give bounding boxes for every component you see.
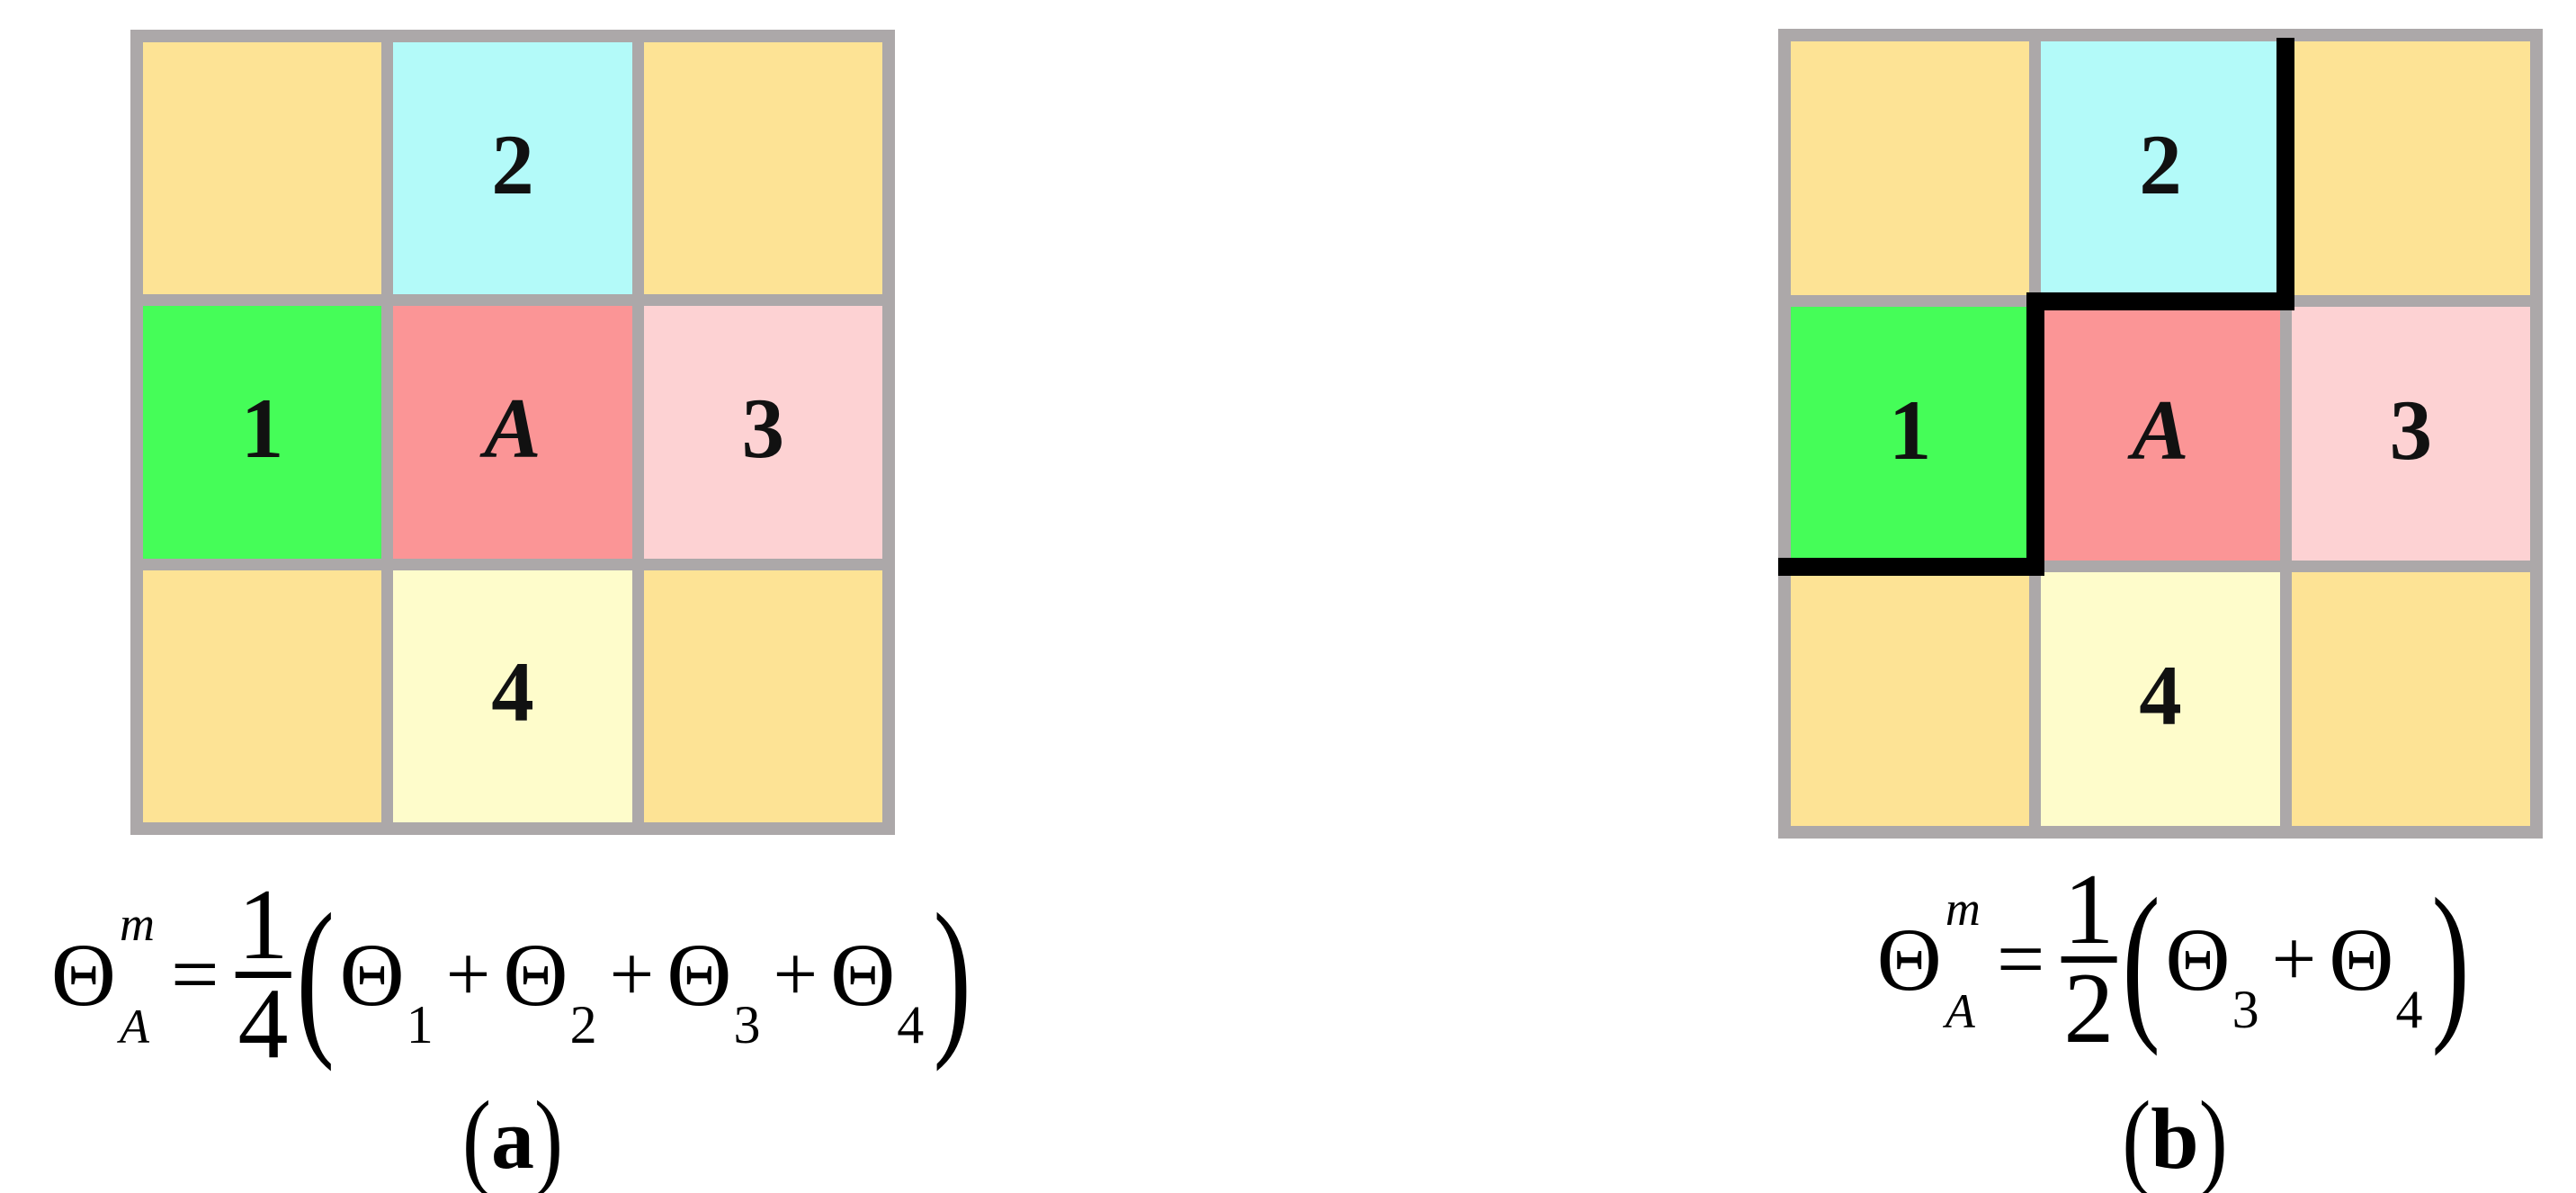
theta-term: Θ4 xyxy=(830,929,924,1052)
open-paren: ( xyxy=(2122,862,2160,1057)
superscript-m: m xyxy=(1945,881,1981,936)
grid-cell-A: A xyxy=(393,306,632,559)
theta-symbol: Θ xyxy=(50,924,116,1025)
theta-symbol: Θ xyxy=(1876,909,1942,1009)
theta-symbol: Θ xyxy=(2329,909,2394,1009)
theta-term: Θ2 xyxy=(503,929,596,1052)
theta-superscript-subscript: m A xyxy=(1945,884,1981,1036)
subscript-A: A xyxy=(1945,983,1975,1038)
fraction-denominator: 2 xyxy=(2063,953,2115,1065)
label-open-paren: ( xyxy=(2122,1078,2151,1193)
grid-cell xyxy=(2291,572,2530,826)
cell-label: 4 xyxy=(491,644,534,740)
grid-cell: 3 xyxy=(643,306,882,559)
subscript-A: A xyxy=(119,999,149,1054)
term-subscript: 3 xyxy=(733,994,761,1054)
close-paren: ) xyxy=(2431,862,2470,1057)
plus-sign: + xyxy=(445,930,491,1018)
label-open-paren: ( xyxy=(462,1078,491,1193)
theta-term: Θ3 xyxy=(666,929,760,1052)
grid-cell xyxy=(643,42,882,295)
grid-cell-A: A xyxy=(2041,307,2280,561)
open-paren: ( xyxy=(296,877,335,1072)
formula-a: Θ m A = 1 4 ( Θ1 + Θ2 + Θ3 + Θ4 ) xyxy=(50,869,975,1081)
term-subscript: 2 xyxy=(569,994,597,1054)
cell-label: 1 xyxy=(1888,381,1932,478)
equals-sign: = xyxy=(1996,911,2045,1008)
label-letter: a xyxy=(491,1090,534,1187)
label-close-paren: ) xyxy=(2198,1078,2228,1193)
theta-superscript-subscript: m A xyxy=(120,900,155,1051)
fraction-denominator: 4 xyxy=(237,968,289,1081)
grid-cell xyxy=(643,570,882,822)
superscript-m: m xyxy=(119,896,155,951)
cell-label: 1 xyxy=(240,380,284,476)
label-close-paren: ) xyxy=(534,1078,563,1193)
label-letter: b xyxy=(2151,1090,2199,1187)
fraction: 1 2 xyxy=(2061,854,2117,1065)
grid-cell xyxy=(1791,572,2030,826)
cell-label: 3 xyxy=(2389,381,2433,478)
plus-sign: + xyxy=(773,930,818,1018)
grid-cell: 3 xyxy=(2291,307,2530,561)
theta-term: Θ4 xyxy=(2329,914,2422,1036)
theta-symbol: Θ xyxy=(830,924,896,1025)
grid-cell: 2 xyxy=(393,42,632,295)
grid-cell: 1 xyxy=(143,306,382,559)
grid-cell xyxy=(143,42,382,295)
theta-term: Θ1 xyxy=(340,929,434,1052)
grid-cell: 4 xyxy=(2041,572,2280,826)
panel-a-grid: 2 1 A 3 4 xyxy=(130,30,895,835)
term-subscript: 4 xyxy=(897,994,925,1054)
close-paren: ) xyxy=(933,877,971,1072)
cell-label: 2 xyxy=(2139,116,2182,212)
plus-sign: + xyxy=(2271,915,2317,1003)
grid-cell: 1 xyxy=(1791,307,2030,561)
theta-symbol: Θ xyxy=(666,924,732,1025)
fraction-bar xyxy=(2061,956,2117,964)
fraction-numerator: 1 xyxy=(237,869,289,981)
equals-sign: = xyxy=(170,927,219,1023)
panel-a-label: (a) xyxy=(462,1084,563,1192)
cell-label: A xyxy=(2132,381,2189,478)
grid-cell: 2 xyxy=(2041,41,2280,295)
formula-b: Θ m A = 1 2 ( Θ3 + Θ4 ) xyxy=(1876,854,2473,1065)
fraction-numerator: 1 xyxy=(2063,854,2115,965)
term-subscript: 1 xyxy=(406,994,434,1054)
panel-b-label: (b) xyxy=(2122,1084,2227,1192)
theta-symbol: Θ xyxy=(339,924,405,1025)
cell-label: 3 xyxy=(741,380,785,476)
term-subscript: 4 xyxy=(2395,979,2423,1039)
fraction-bar xyxy=(235,972,291,979)
grid-cell xyxy=(2291,41,2530,295)
panel-b-grid: 2 1 A 3 4 xyxy=(1778,29,2543,839)
theta-symbol: Θ xyxy=(2165,909,2231,1009)
cell-label: A xyxy=(484,380,541,476)
cell-label: 4 xyxy=(2139,647,2182,743)
grid-cell xyxy=(1791,41,2030,295)
cell-label: 2 xyxy=(491,116,534,212)
grid-cell xyxy=(143,570,382,822)
term-subscript: 3 xyxy=(2232,979,2259,1039)
fraction: 1 4 xyxy=(235,869,291,1081)
plus-sign: + xyxy=(609,930,655,1018)
theta-term: Θ3 xyxy=(2165,914,2258,1036)
theta-symbol: Θ xyxy=(503,924,568,1025)
grid-cell: 4 xyxy=(393,570,632,822)
